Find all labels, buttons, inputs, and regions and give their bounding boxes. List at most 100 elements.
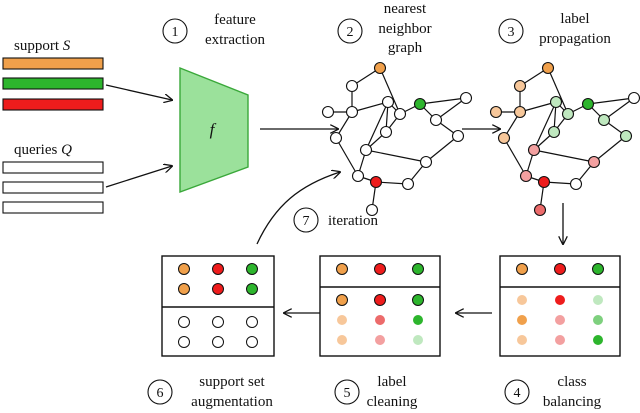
step-5-label-line-2: cleaning — [367, 394, 418, 410]
panel-dot — [337, 335, 347, 345]
graph-edge — [365, 149, 427, 163]
panel-dot — [593, 315, 603, 325]
nearest-neighbor-graph — [321, 61, 473, 217]
graph-node — [429, 113, 443, 127]
cleaning-panel — [319, 255, 441, 357]
panel-dot — [336, 263, 348, 275]
funnel-label: f — [210, 120, 217, 139]
panel-dot — [246, 336, 258, 348]
step-7-header: 7 iteration — [293, 207, 378, 233]
step-1-number: 1 — [172, 25, 179, 40]
graph-node — [393, 107, 407, 121]
step-3-number: 3 — [508, 25, 515, 40]
panel-dot — [412, 294, 424, 306]
queries-label: queries Q — [14, 142, 72, 158]
graph-node — [581, 97, 595, 111]
panel-dot — [555, 335, 565, 345]
queries-arrow — [105, 166, 172, 188]
step-2-label-line-3: graph — [388, 40, 423, 56]
graph-edge — [503, 137, 527, 177]
support-bar-orange — [2, 57, 104, 70]
graph-node — [401, 177, 415, 191]
step-3-label-line-1: label — [560, 11, 589, 27]
panel-dot — [593, 335, 603, 345]
step-6-badge — [147, 379, 173, 405]
step-3-label-line-2: propagation — [539, 31, 611, 47]
panel-dot — [517, 315, 527, 325]
graph-node — [451, 129, 465, 143]
support-label: support S — [14, 38, 71, 54]
query-bar-1 — [2, 161, 104, 174]
balancing-panel — [499, 255, 621, 357]
support-bar-green — [2, 77, 104, 90]
step-4-header: 4 class balancing — [504, 374, 602, 410]
graph-edge — [435, 97, 467, 121]
graph-node — [419, 155, 433, 169]
step-3-badge — [498, 18, 524, 44]
step-5-badge — [334, 379, 360, 405]
panel-dot — [337, 315, 347, 325]
graph-edge — [365, 101, 389, 151]
graph-edge — [519, 101, 557, 113]
graph-node — [369, 175, 383, 189]
graph-node — [359, 143, 373, 157]
graph-node — [351, 169, 365, 183]
panel-dot — [178, 336, 190, 348]
graph-edge — [587, 97, 635, 105]
graph-node — [537, 175, 551, 189]
query-bar-2 — [2, 181, 104, 194]
step-6-label-line-2: augmentation — [191, 394, 273, 410]
step-6-header: 6 support set augmentation — [147, 374, 273, 410]
step-6-label-line-1: support set — [199, 374, 265, 390]
panel-dot — [212, 283, 224, 295]
graph-edge — [379, 67, 401, 115]
panel-dot — [212, 316, 224, 328]
panel-dot — [517, 295, 527, 305]
step-1-label-line-1: feature — [214, 12, 256, 28]
graph-node — [345, 105, 359, 119]
graph-edge — [533, 149, 595, 163]
graph-node — [373, 61, 387, 75]
graph-node — [541, 61, 555, 75]
graph-edge — [603, 97, 635, 121]
step-2-label-line-2: neighbor — [378, 21, 431, 37]
panel-dot — [336, 294, 348, 306]
panel-dot — [246, 316, 258, 328]
graph-node — [321, 105, 335, 119]
graph-node — [619, 129, 633, 143]
query-bar-3 — [2, 201, 104, 214]
step-3-header: 3 label propagation — [498, 11, 611, 47]
graph-node — [533, 203, 547, 217]
graph-node — [513, 105, 527, 119]
panel-dot — [517, 335, 527, 345]
step-6-number: 6 — [157, 386, 164, 401]
graph-node — [345, 79, 359, 93]
step-7-badge — [293, 207, 319, 233]
step-4-number: 4 — [514, 386, 521, 401]
augmentation-panel — [161, 255, 275, 357]
panel-dot — [592, 263, 604, 275]
panel-dot — [593, 295, 603, 305]
panel-dot — [374, 263, 386, 275]
support-arrow — [105, 84, 172, 100]
step-4-label-line-1: class — [557, 374, 586, 390]
graph-edge — [335, 137, 359, 177]
panel-dot — [412, 263, 424, 275]
graph-node — [489, 105, 503, 119]
panel-dot — [374, 294, 386, 306]
step-2-header: 2 nearest neighbor graph — [337, 1, 432, 56]
step-4-label-line-2: balancing — [543, 394, 602, 410]
graph-edge — [419, 97, 467, 105]
graph-node — [627, 91, 640, 105]
panel-dot — [413, 315, 423, 325]
graph-node — [549, 95, 563, 109]
step-1-badge — [162, 18, 188, 44]
step-2-number: 2 — [347, 25, 354, 40]
graph-node — [513, 79, 527, 93]
step-2-badge — [337, 18, 363, 44]
panel-dot — [413, 335, 423, 345]
panels — [161, 255, 621, 357]
panel-dot — [178, 283, 190, 295]
graph-edge — [425, 135, 459, 163]
